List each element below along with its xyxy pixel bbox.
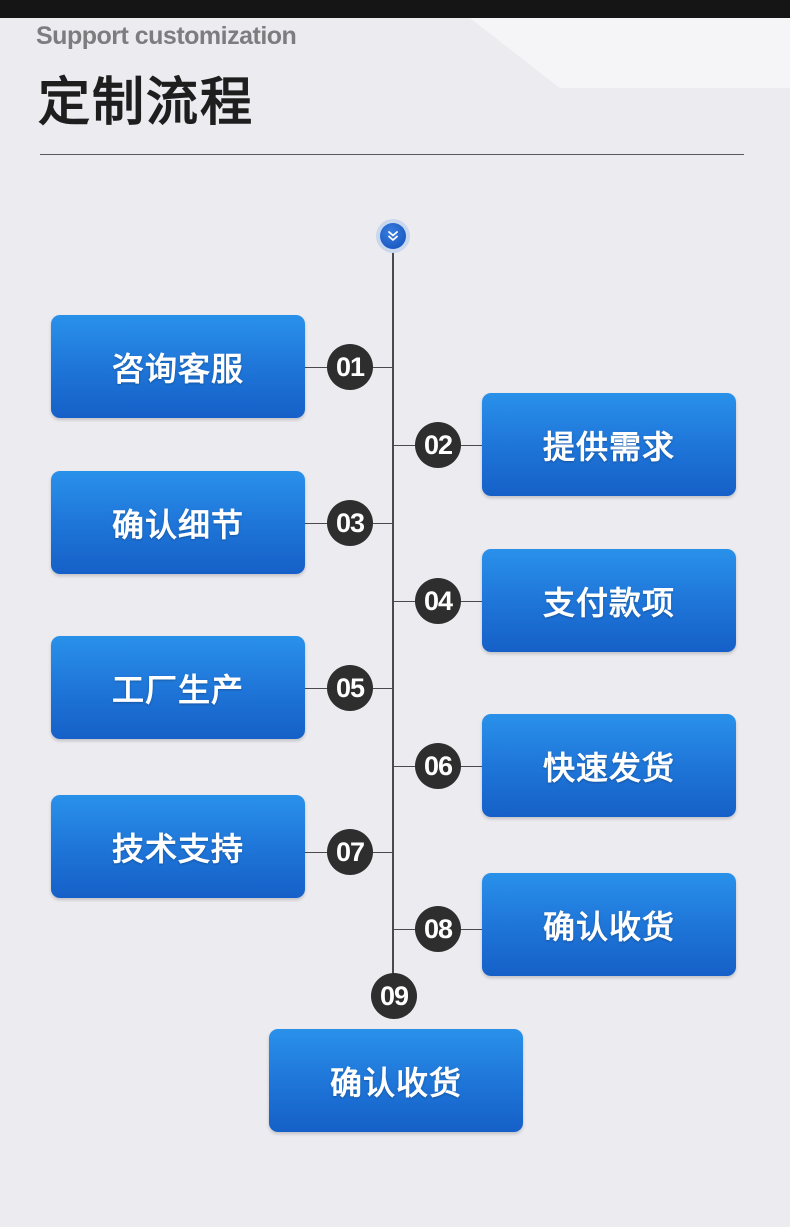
step-box-03: 确认细节 <box>51 471 305 574</box>
step-box-01: 咨询客服 <box>51 315 305 418</box>
step-box-04: 支付款项 <box>482 549 736 652</box>
step-number-08: 08 <box>415 906 461 952</box>
step-number-07: 07 <box>327 829 373 875</box>
page-title: 定制流程 <box>38 73 255 133</box>
step-box-05: 工厂生产 <box>51 636 305 739</box>
timeline-start-marker <box>376 219 410 253</box>
top-bar <box>0 0 790 18</box>
step-number-01: 01 <box>327 344 373 390</box>
step-box-07: 技术支持 <box>51 795 305 898</box>
step-box-02: 提供需求 <box>482 393 736 496</box>
step-number-03: 03 <box>327 500 373 546</box>
page-subtitle: Support customization <box>36 22 297 50</box>
step-number-06: 06 <box>415 743 461 789</box>
step-box-09: 确认收货 <box>269 1029 523 1132</box>
header-divider <box>40 154 744 155</box>
timeline-line <box>392 250 394 995</box>
step-number-02: 02 <box>415 422 461 468</box>
step-box-06: 快速发货 <box>482 714 736 817</box>
header-background-shape <box>470 18 790 88</box>
step-box-08: 确认收货 <box>482 873 736 976</box>
double-chevron-down-icon <box>388 231 398 241</box>
step-number-09: 09 <box>371 973 417 1019</box>
step-number-05: 05 <box>327 665 373 711</box>
step-number-04: 04 <box>415 578 461 624</box>
